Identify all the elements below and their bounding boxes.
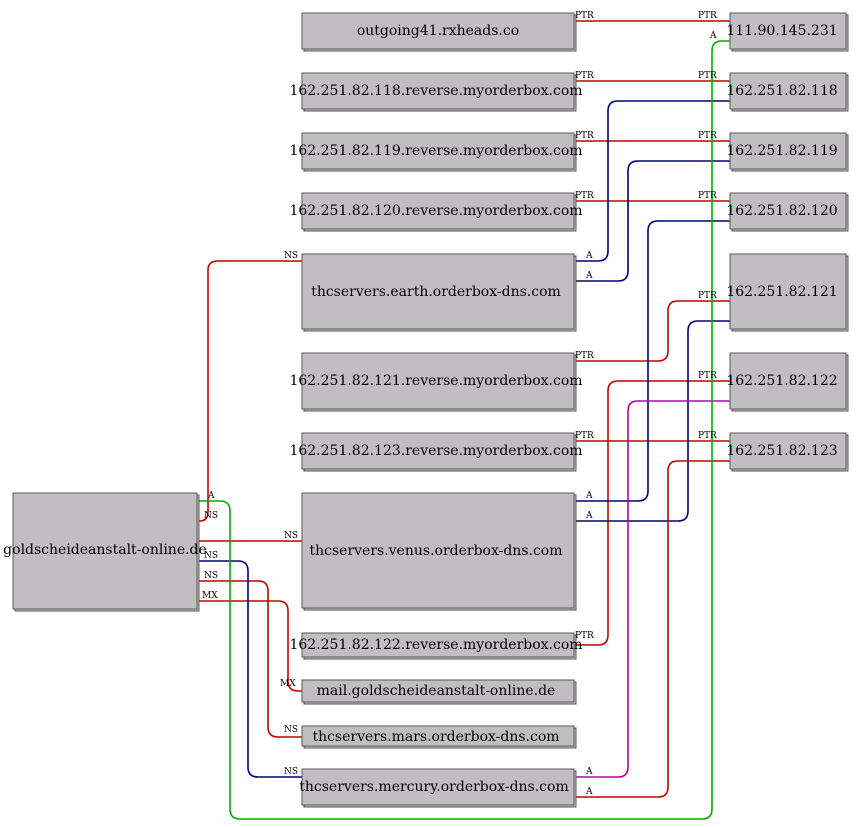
- label-ns: NS: [204, 511, 218, 521]
- node-label: 162.251.82.122.reverse.myorderbox.com: [289, 637, 582, 653]
- edge-a-earth-119: [575, 160, 730, 282]
- node-venus[interactable]: thcservers.venus.orderbox-dns.com: [301, 492, 577, 611]
- node-label: 162.251.82.121: [726, 284, 837, 300]
- node-rev-122[interactable]: 162.251.82.122.reverse.myorderbox.com: [289, 632, 583, 660]
- node-mars[interactable]: thcservers.mars.orderbox-dns.com: [301, 725, 577, 749]
- node-ip-120[interactable]: 162.251.82.120: [726, 192, 849, 232]
- label-ptr: PTR: [698, 291, 717, 301]
- node-label: 111.90.145.231: [726, 23, 837, 39]
- label-mx: MX: [202, 591, 218, 601]
- label-ns: NS: [284, 725, 298, 735]
- node-ip-111[interactable]: 111.90.145.231: [726, 12, 849, 52]
- node-rev-121[interactable]: 162.251.82.121.reverse.myorderbox.com: [289, 352, 583, 412]
- node-label: goldscheideanstalt-online.de: [3, 542, 207, 558]
- node-ip-122[interactable]: 162.251.82.122: [726, 352, 849, 412]
- label-a: A: [585, 767, 593, 777]
- label-a: A: [585, 271, 593, 281]
- node-label: 162.251.82.123.reverse.myorderbox.com: [289, 443, 582, 459]
- node-rev-123[interactable]: 162.251.82.123.reverse.myorderbox.com: [289, 432, 583, 472]
- label-ns: NS: [284, 251, 298, 261]
- label-ptr: PTR: [698, 71, 717, 81]
- edge-a-mercury-123: [575, 460, 730, 798]
- edge-ns-mars: [198, 580, 302, 738]
- node-label: 162.251.82.118: [726, 83, 837, 99]
- node-label: 162.251.82.120.reverse.myorderbox.com: [289, 203, 582, 219]
- label-a: A: [207, 491, 215, 501]
- edge-a-gold-111: [198, 40, 730, 820]
- node-rev-120[interactable]: 162.251.82.120.reverse.myorderbox.com: [289, 192, 583, 232]
- label-ns: NS: [204, 571, 218, 581]
- node-label: 162.251.82.122: [726, 373, 837, 389]
- label-mx: MX: [280, 679, 296, 689]
- node-ip-121[interactable]: 162.251.82.121: [726, 253, 849, 332]
- node-ip-123[interactable]: 162.251.82.123: [726, 432, 849, 472]
- node-label: 162.251.82.123: [726, 443, 837, 459]
- node-label: thcservers.mercury.orderbox-dns.com: [299, 779, 568, 795]
- label-a: A: [585, 491, 593, 501]
- label-ptr: PTR: [575, 191, 594, 201]
- node-label: thcservers.mars.orderbox-dns.com: [312, 729, 559, 745]
- edge-ns-earth: [198, 260, 302, 522]
- label-ptr: PTR: [575, 71, 594, 81]
- label-ptr: PTR: [575, 131, 594, 141]
- node-goldscheideanstalt[interactable]: goldscheideanstalt-online.de: [3, 492, 207, 612]
- node-label: 162.251.82.119: [726, 143, 837, 159]
- label-a: A: [585, 511, 593, 521]
- edge-ptr-rev121: [575, 300, 730, 362]
- node-rev-118[interactable]: 162.251.82.118.reverse.myorderbox.com: [289, 72, 583, 112]
- node-label: thcservers.earth.orderbox-dns.com: [311, 284, 561, 300]
- label-ptr: PTR: [698, 131, 717, 141]
- edge-ptr-rev122: [575, 380, 730, 646]
- label-ptr: PTR: [698, 371, 717, 381]
- edge-ns-mercury: [198, 560, 302, 778]
- edge-a-mercury-122: [575, 400, 730, 778]
- label-a: A: [709, 31, 717, 41]
- node-label: 162.251.82.120: [726, 203, 837, 219]
- node-label: 162.251.82.118.reverse.myorderbox.com: [289, 83, 582, 99]
- node-earth[interactable]: thcservers.earth.orderbox-dns.com: [301, 253, 577, 332]
- node-ip-118[interactable]: 162.251.82.118: [726, 72, 849, 112]
- node-label: thcservers.venus.orderbox-dns.com: [309, 543, 562, 559]
- label-a: A: [585, 787, 593, 797]
- label-ptr: PTR: [698, 191, 717, 201]
- node-rev-119[interactable]: 162.251.82.119.reverse.myorderbox.com: [289, 132, 583, 172]
- label-ns: NS: [284, 767, 298, 777]
- node-label: mail.goldscheideanstalt-online.de: [317, 683, 556, 699]
- label-ptr: PTR: [698, 431, 717, 441]
- node-label: 162.251.82.121.reverse.myorderbox.com: [289, 373, 582, 389]
- label-ptr: PTR: [575, 631, 594, 641]
- edge-a-venus-121: [575, 320, 730, 522]
- node-label: outgoing41.rxheads.co: [357, 23, 519, 39]
- label-ptr: PTR: [698, 11, 717, 21]
- node-mail[interactable]: mail.goldscheideanstalt-online.de: [301, 679, 577, 705]
- node-ip-119[interactable]: 162.251.82.119: [726, 132, 849, 172]
- label-ptr: PTR: [575, 351, 594, 361]
- node-label: 162.251.82.119.reverse.myorderbox.com: [289, 143, 582, 159]
- node-outgoing41[interactable]: outgoing41.rxheads.co: [301, 12, 577, 52]
- label-ns: NS: [204, 551, 218, 561]
- edge-a-venus-120: [575, 220, 730, 502]
- node-mercury[interactable]: thcservers.mercury.orderbox-dns.com: [299, 768, 577, 808]
- label-ptr: PTR: [575, 11, 594, 21]
- label-a: A: [585, 251, 593, 261]
- edge-a-earth-118: [575, 100, 730, 262]
- label-ns: NS: [284, 531, 298, 541]
- label-ptr: PTR: [575, 431, 594, 441]
- edge-mx-mail: [198, 600, 302, 692]
